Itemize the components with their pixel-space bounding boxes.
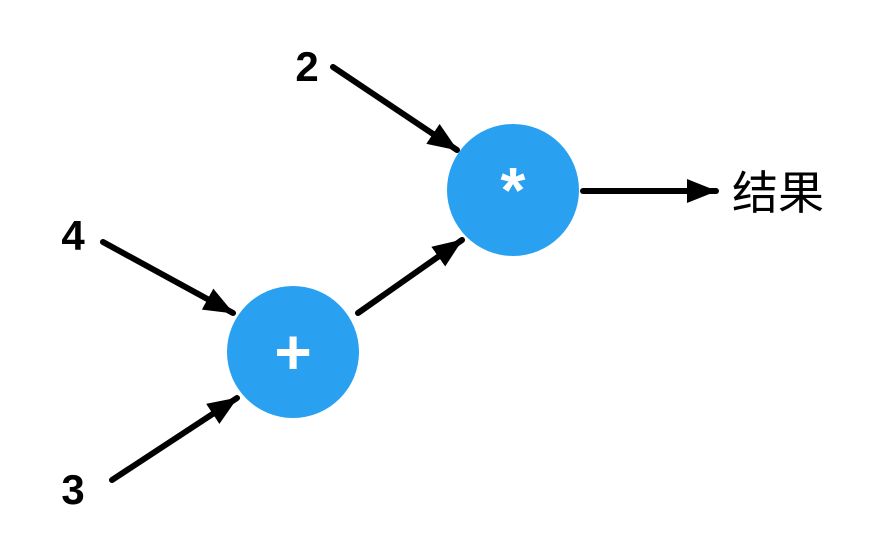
output-label-result: 结果 (732, 167, 824, 219)
edge-input4-to-add (100, 239, 236, 316)
edge-add-to-multiply (355, 237, 465, 316)
input-label-3: 3 (61, 466, 85, 513)
multiply-node: * (447, 124, 579, 256)
edge-input3-to-add (109, 395, 240, 483)
multiply-node-label: * (500, 154, 526, 226)
input-label-4: 4 (61, 212, 85, 259)
edge-input2-to-multiply (330, 64, 460, 153)
input-label-2: 2 (295, 43, 319, 90)
add-node: + (227, 286, 359, 418)
add-node-label: + (274, 316, 312, 388)
